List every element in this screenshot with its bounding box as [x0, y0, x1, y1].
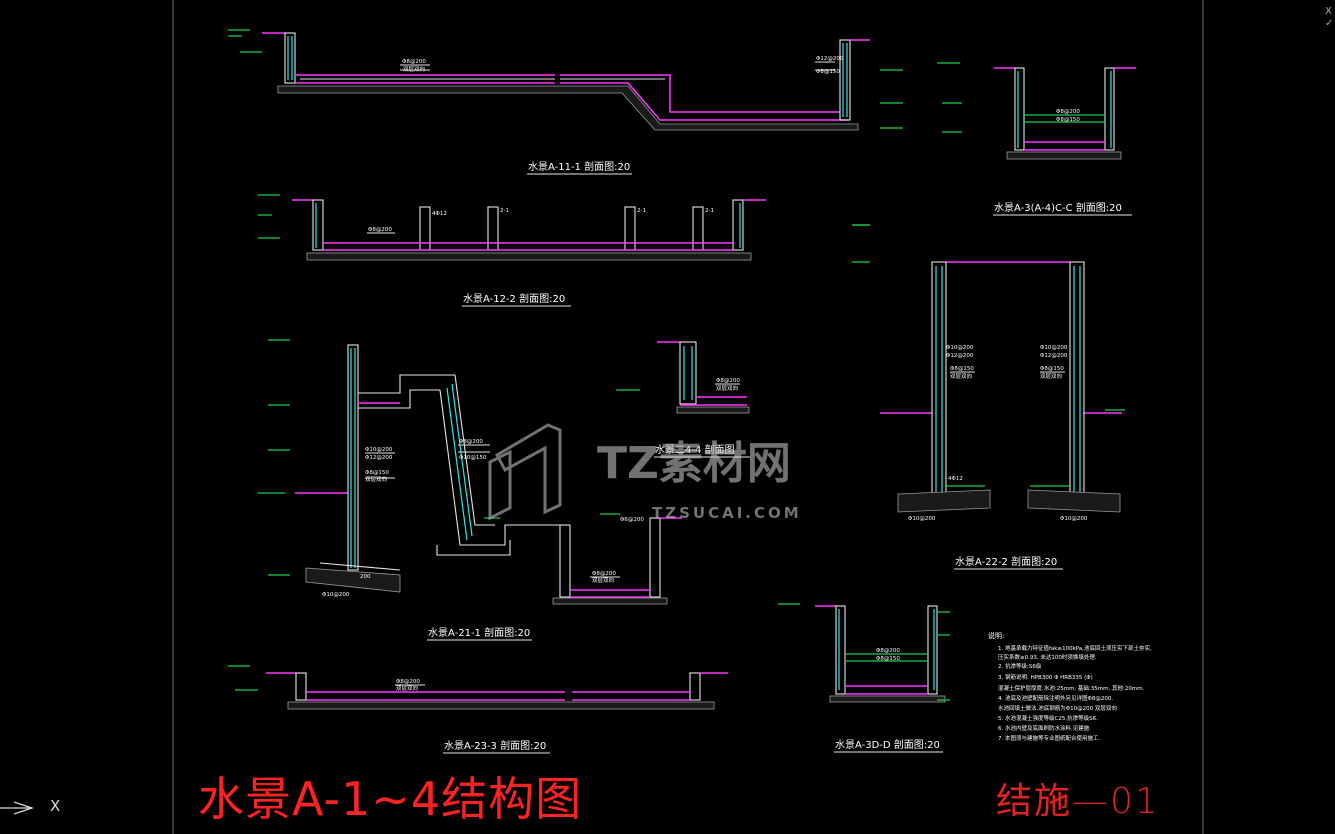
section-44-drawing — [616, 341, 750, 414]
s1-rebar-label-2: 双层双向 — [403, 65, 425, 73]
notes-line-1: 1. 地基承载力特征值fak≥100kPa,池底回土须压实下部土夯实, — [998, 644, 1152, 652]
ucs-icon — [0, 801, 34, 815]
section-title-a3-dd: 水景A-3D-D 剖面图:20 — [835, 738, 940, 751]
s8-rebar-label: Φ8@200 — [716, 378, 740, 384]
s7-rebar-label: Φ8@200 — [876, 648, 900, 654]
s3-rebar-label-5: Φ8@200 — [459, 439, 483, 445]
corner-mark-x[interactable]: X — [1325, 6, 1332, 17]
notes-line-6: 4. 池底及池壁配筋除注明外另见详图Φ8@200. — [998, 694, 1113, 702]
notes-line-2: 压实系数≥0.93, 未达100时须换填处理. — [998, 653, 1097, 661]
drawing-main-title: 水景A-1~4结构图 — [198, 772, 583, 826]
section-a3-cc-drawing — [937, 62, 1136, 160]
section-title-44: 水景二4-4 剖面图 — [655, 443, 735, 456]
s3-rebar-label-3: Φ8@150 — [365, 470, 389, 476]
s3-rebar-label-2: Φ12@200 — [365, 455, 393, 461]
sheet-number: 结施—01 — [996, 781, 1160, 822]
s6-rebar-label-2: Φ12@200 — [946, 353, 974, 359]
s6-rebar-label-3: Φ8@150 — [950, 366, 974, 372]
s3-rebar-label-9: 200 — [360, 574, 371, 580]
s6-rebar-label-10: Φ10@200 — [908, 516, 936, 522]
watermark-text-en: TZSUCAI.COM — [652, 504, 802, 522]
section-a22-drawing — [852, 224, 1125, 513]
s1-rebar-label: Φ8@200 — [402, 59, 426, 65]
corner-mark-check[interactable]: ✓ — [1325, 18, 1334, 29]
s2-rebar-label-2: 4Φ12 — [432, 211, 447, 217]
s3-rebar-label-11: Φ6@200 — [620, 517, 644, 523]
s2-rebar-label-4: 2-1 — [637, 208, 646, 214]
section-a21-drawing — [258, 339, 682, 605]
s6-rebar-label-11: Φ10@200 — [1060, 516, 1088, 522]
s8-rebar-label-2: 双层双向 — [716, 384, 738, 392]
s6-rebar-label-8: 双层双向 — [1040, 372, 1062, 380]
section-title-a22: 水景A-22-2 剖面图:20 — [955, 555, 1057, 568]
s2-rebar-label-3: 2-1 — [500, 208, 509, 214]
s6-rebar-label: Φ10@200 — [946, 345, 974, 351]
notes-line-7: 水池回填土做法,池底钢筋为Φ10@200 双层双向 — [998, 704, 1117, 712]
watermark-text-cn: TZ素材网 — [597, 438, 791, 489]
section-a11-drawing — [228, 29, 903, 131]
s2-rebar-label: Φ8@200 — [368, 227, 392, 233]
s4-rebar-label-2: 双层双向 — [396, 684, 418, 692]
section-a3-dd-drawing — [778, 603, 950, 703]
s6-rebar-label-6: Φ12@200 — [1040, 353, 1068, 359]
s5-rebar-label: Φ8@200 — [1056, 109, 1080, 115]
s6-rebar-label-9: 4Φ12 — [948, 476, 963, 482]
watermark-logo — [488, 423, 562, 521]
s3-rebar-label-4: 双层双向 — [365, 475, 387, 483]
s3-rebar-label-10: Φ10@200 — [322, 592, 350, 598]
section-a12-drawing — [258, 194, 870, 263]
s6-rebar-label-5: Φ10@200 — [1040, 345, 1068, 351]
notes-line-8: 5. 水池混凝土强度等级C25,抗渗等级S6. — [998, 714, 1098, 722]
notes-line-5: 混凝土保护层厚度:水池:25mm, 基础:35mm, 其他:20mm. — [998, 684, 1145, 692]
notes-line-4: 3. 钢筋说明: HPB300 Φ HRB335 (Φ) — [998, 673, 1093, 681]
section-title-a3-cc: 水景A-3(A-4)C-C 剖面图:20 — [994, 201, 1122, 214]
s1-rebar-label-3: Φ12@200 — [816, 56, 844, 62]
notes-line-9: 6. 水池内壁及底面刷防水涂料,见建施. — [998, 724, 1091, 732]
section-title-a11: 水景A-11-1 剖面图:20 — [528, 160, 630, 173]
ucs-axis-label: X — [50, 797, 61, 815]
s3-rebar-label: Φ10@200 — [365, 447, 393, 453]
notes-heading: 说明: — [988, 631, 1004, 640]
section-a23-drawing — [228, 665, 728, 710]
section-title-a12: 水景A-12-2 剖面图:20 — [463, 292, 565, 305]
s4-rebar-label: Φ8@200 — [396, 679, 420, 685]
s3-rebar-label-7: Φ8@200 — [592, 571, 616, 577]
notes-line-3: 2. 抗渗等级:S6级 — [998, 662, 1042, 670]
s6-rebar-label-4: 双层双向 — [950, 372, 972, 380]
s5-rebar-label-2: Φ8@150 — [1056, 117, 1080, 123]
s3-rebar-label-8: 双层双向 — [592, 576, 614, 584]
s3-rebar-label-6: Φ10@150 — [459, 455, 487, 461]
s1-rebar-label-4: Φ8@150 — [816, 69, 840, 75]
notes-line-10: 7. 本图须与建施等专业图纸配合使用施工. — [998, 734, 1100, 742]
s7-rebar-label-2: Φ8@150 — [876, 656, 900, 662]
s2-rebar-label-5: 2-1 — [705, 208, 714, 214]
section-title-a23: 水景A-23-3 剖面图:20 — [444, 739, 546, 752]
corner-marks[interactable]: X ✓ — [1325, 6, 1333, 30]
section-title-a21: 水景A-21-1 剖面图:20 — [428, 626, 530, 639]
s6-rebar-label-7: Φ8@150 — [1040, 366, 1064, 372]
